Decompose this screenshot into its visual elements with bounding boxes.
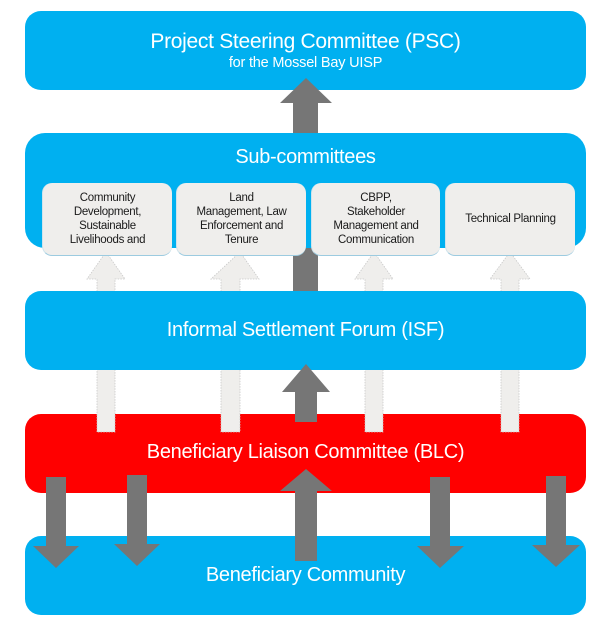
arrow-blc-to-community-2-icon: [114, 475, 160, 566]
subcommittee-community-development: Community Development, Sustainable Livel…: [42, 183, 172, 256]
subcommittee-line: Livelihoods and: [69, 234, 146, 246]
blc-title: Beneficiary Liaison Committee (BLC): [146, 441, 465, 463]
community-box: Beneficiary Community: [25, 536, 586, 615]
subcommittee-line: Enforcement and: [199, 220, 284, 232]
subcommittee-line: Communication: [338, 234, 414, 246]
subcommittee-line: Management, Law: [196, 206, 287, 218]
psc-subtitle: for the Mossel Bay UISP: [228, 55, 383, 71]
psc-box: Project Steering Committee (PSC) for the…: [25, 11, 586, 90]
psc-title: Project Steering Committee (PSC): [150, 30, 461, 53]
isf-box: Informal Settlement Forum (ISF): [25, 291, 586, 370]
subcommittee-line: Community: [79, 192, 136, 204]
subcommittee-line: Land: [229, 192, 254, 204]
arrow-community-to-blc-icon: [280, 469, 332, 561]
subcommittee-land-management: Land Management, Law Enforcement and Ten…: [176, 183, 306, 256]
subcommittee-line: Management and: [333, 220, 419, 232]
subcommittee-line: Technical Planning: [465, 213, 556, 225]
arrow-blc-to-community-3-icon: [417, 477, 464, 568]
subcommittee-line: Sustainable: [79, 220, 136, 232]
subcommittee-technical-planning: Technical Planning: [445, 183, 575, 256]
subcommittee-line: Tenure: [224, 234, 259, 246]
subcommittee-line: CBPP,: [360, 192, 392, 204]
subcommittee-line: Development,: [73, 206, 142, 218]
subcommittee-cbpp-stakeholder: CBPP, Stakeholder Management and Communi…: [311, 183, 440, 256]
isf-title: Informal Settlement Forum (ISF): [166, 319, 445, 341]
arrow-blc-to-isf-icon: [282, 364, 330, 422]
arrow-blc-to-community-1-icon: [33, 477, 79, 568]
community-title: Beneficiary Community: [205, 564, 406, 586]
arrow-blc-to-community-4-icon: [532, 476, 580, 567]
subcommittees-title: Sub-committees: [235, 146, 376, 168]
subcommittee-line: Stakeholder: [346, 206, 406, 218]
